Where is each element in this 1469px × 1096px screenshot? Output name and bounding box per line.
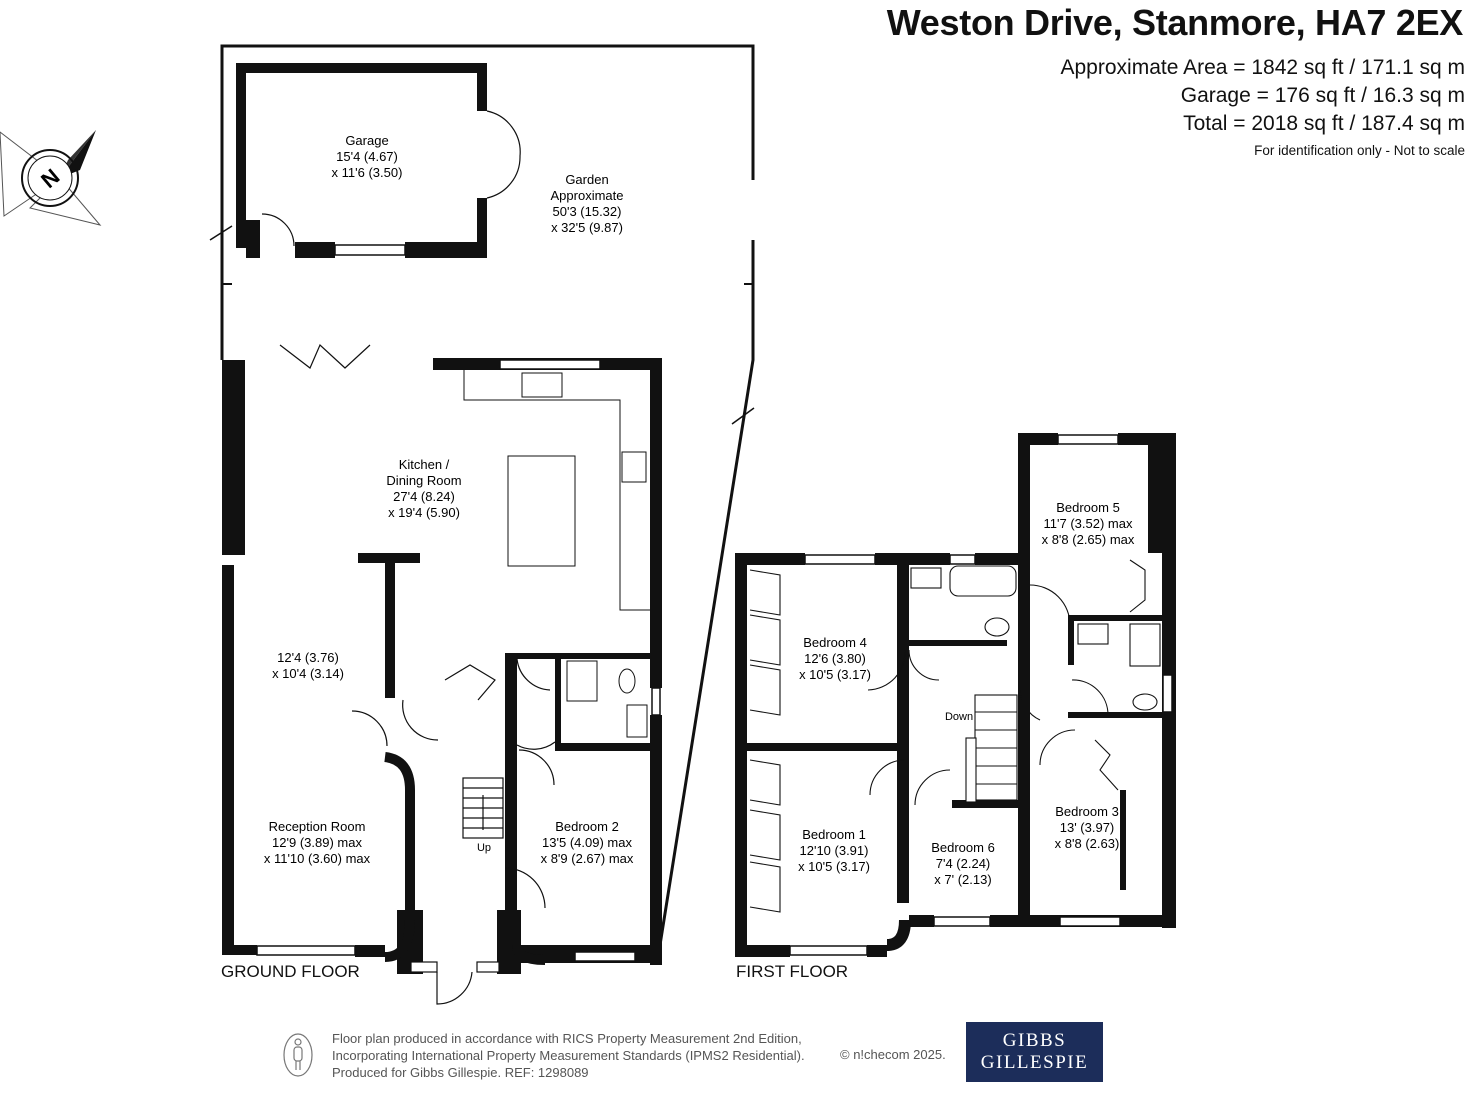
page-title: Weston Drive, Stanmore, HA7 2EX — [886, 2, 1464, 43]
bedroom4-dim2: x 10'5 (3.17) — [799, 667, 871, 682]
garage-name: Garage — [345, 133, 388, 148]
bedroom1-dim1: 12'10 (3.91) — [800, 843, 869, 858]
garden-dim2: x 32'5 (9.87) — [551, 220, 623, 235]
bedroom6-dim1: 7'4 (2.24) — [936, 856, 991, 871]
stairs-down-label: Down — [945, 711, 973, 723]
bedroom5-name: Bedroom 5 — [1056, 500, 1120, 515]
study-dim1: 12'4 (3.76) — [277, 650, 339, 665]
bedroom2-name: Bedroom 2 — [555, 819, 619, 834]
room-labels: Garage 15'4 (4.67) x 11'6 (3.50) Garden … — [264, 133, 1135, 887]
garage-walls — [236, 63, 487, 258]
bedroom1-dim2: x 10'5 (3.17) — [798, 859, 870, 874]
person-icon — [283, 1033, 313, 1077]
reception-dim2: x 11'10 (3.60) max — [264, 851, 371, 866]
compass-icon: N — [0, 130, 102, 226]
garage-dim1: 15'4 (4.67) — [336, 149, 398, 164]
bedroom4-dim1: 12'6 (3.80) — [804, 651, 866, 666]
footer-line-3: Produced for Gibbs Gillespie. REF: 12980… — [332, 1065, 589, 1080]
ground-floor-doors — [351, 658, 556, 909]
footer-line-1: Floor plan produced in accordance with R… — [332, 1031, 802, 1046]
study-dim2: x 10'4 (3.14) — [272, 666, 344, 681]
footer-text: Floor plan produced in accordance with R… — [332, 1030, 805, 1081]
garage-dim2: x 11'6 (3.50) — [332, 165, 403, 180]
bedroom5-dim2: x 8'8 (2.65) max — [1042, 532, 1135, 547]
brand-line-1: GIBBS — [1002, 1030, 1067, 1051]
approx-area-line: Approximate Area = 1842 sq ft / 171.1 sq… — [1060, 56, 1466, 79]
first-floor-fittings — [749, 559, 1161, 913]
kitchen-dim1: 27'4 (8.24) — [393, 489, 455, 504]
kitchen-dim2: x 19'4 (5.90) — [388, 505, 460, 520]
bedroom6-name: Bedroom 6 — [931, 840, 995, 855]
bedroom4-name: Bedroom 4 — [803, 635, 867, 650]
garage-area-line: Garage = 176 sq ft / 16.3 sq m — [1180, 84, 1465, 107]
garden-name: Garden — [565, 172, 608, 187]
stairs-up-label: Up — [477, 842, 491, 854]
bedroom3-dim1: 13' (3.97) — [1060, 820, 1115, 835]
bedroom1-name: Bedroom 1 — [802, 827, 866, 842]
bedroom2-dim2: x 8'9 (2.67) max — [541, 851, 634, 866]
bedroom3-dim2: x 8'8 (2.63) — [1055, 836, 1120, 851]
footer-line-2: Incorporating International Property Mea… — [332, 1048, 805, 1063]
brand-line-2: GILLESPIE — [980, 1052, 1089, 1073]
reception-dim1: 12'9 (3.89) max — [272, 835, 362, 850]
bedroom2-dim1: 13'5 (4.09) max — [542, 835, 632, 850]
reception-name: Reception Room — [269, 819, 366, 834]
kitchen-fittings — [463, 370, 650, 611]
ground-floor-label: GROUND FLOOR — [221, 962, 360, 981]
bedroom6-dim2: x 7' (2.13) — [934, 872, 991, 887]
kitchen-name1: Kitchen / — [399, 457, 450, 472]
bedroom5-dim1: 11'7 (3.52) max — [1044, 516, 1133, 531]
garden-boundary — [220, 44, 755, 946]
garden-dim1: 50'3 (15.32) — [553, 204, 622, 219]
brand-logo: GIBBS GILLESPIE — [966, 1022, 1103, 1082]
garden-approx: Approximate — [551, 188, 624, 203]
copyright: © n!checom 2025. — [840, 1047, 946, 1062]
bedroom3-name: Bedroom 3 — [1055, 804, 1119, 819]
total-area-line: Total = 2018 sq ft / 187.4 sq m — [1183, 112, 1465, 135]
kitchen-name2: Dining Room — [386, 473, 461, 488]
first-floor-label: FIRST FLOOR — [736, 962, 849, 981]
identification-note: For identification only - Not to scale — [1254, 143, 1465, 158]
